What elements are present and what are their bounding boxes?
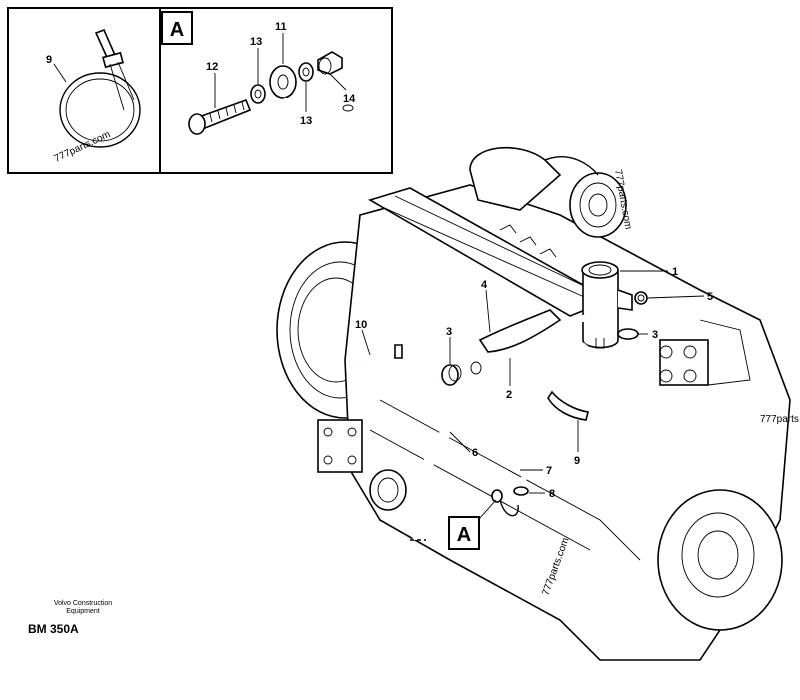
part-label-9-detail: 9 (46, 54, 52, 66)
part-label-11: 11 (275, 21, 287, 33)
clamp-part-9-main (547, 390, 589, 421)
banjo-fitting-detail-a (491, 489, 519, 517)
detail-panel: A (7, 7, 393, 174)
part-label-12: 12 (206, 61, 218, 73)
footer: Volvo Construction Equipment BM 350A (28, 600, 138, 636)
part-label-3-left: 3 (446, 326, 452, 338)
bracket-part-4 (478, 309, 562, 353)
company-line-2: Equipment (66, 608, 100, 615)
part-label-8: 8 (549, 488, 555, 500)
callout-a-box (448, 516, 480, 550)
banjo-assembly-drawing (188, 51, 354, 158)
part-label-13-top: 13 (250, 36, 262, 48)
clamp-part-3-left (441, 364, 462, 386)
part-label-3-right: 3 (652, 329, 658, 341)
part-label-10: 10 (355, 319, 367, 331)
nipple-part-5 (634, 291, 648, 305)
part-label-7: 7 (546, 465, 552, 477)
clamp-part-9-drawing (59, 28, 141, 148)
drawing-code: BM 350A (28, 622, 79, 636)
engine-drawing (276, 146, 791, 661)
part-label-9-main: 9 (574, 455, 580, 467)
part-label-2: 2 (506, 389, 512, 401)
detail-a-badge-box (161, 11, 193, 45)
detail-a-badge: A (170, 19, 184, 41)
part-label-5: 5 (707, 291, 713, 303)
part-label-6: 6 (472, 447, 478, 459)
watermark-right: 777parts (760, 414, 799, 425)
part-label-13-bottom: 13 (300, 115, 312, 127)
hose-part-6 (410, 342, 593, 541)
breather-pipe-part-1 (581, 261, 633, 349)
hose-part-10 (358, 344, 441, 385)
part-label-4: 4 (481, 279, 488, 291)
hose-part-2 (470, 314, 586, 375)
part-label-14: 14 (343, 93, 356, 105)
part-label-1: 1 (672, 266, 678, 278)
clamp-part-8 (513, 486, 529, 496)
callout-a-badge: A (457, 524, 471, 546)
clamp-part-3-right (617, 328, 639, 340)
company-line-1: Volvo Construction (53, 600, 113, 607)
